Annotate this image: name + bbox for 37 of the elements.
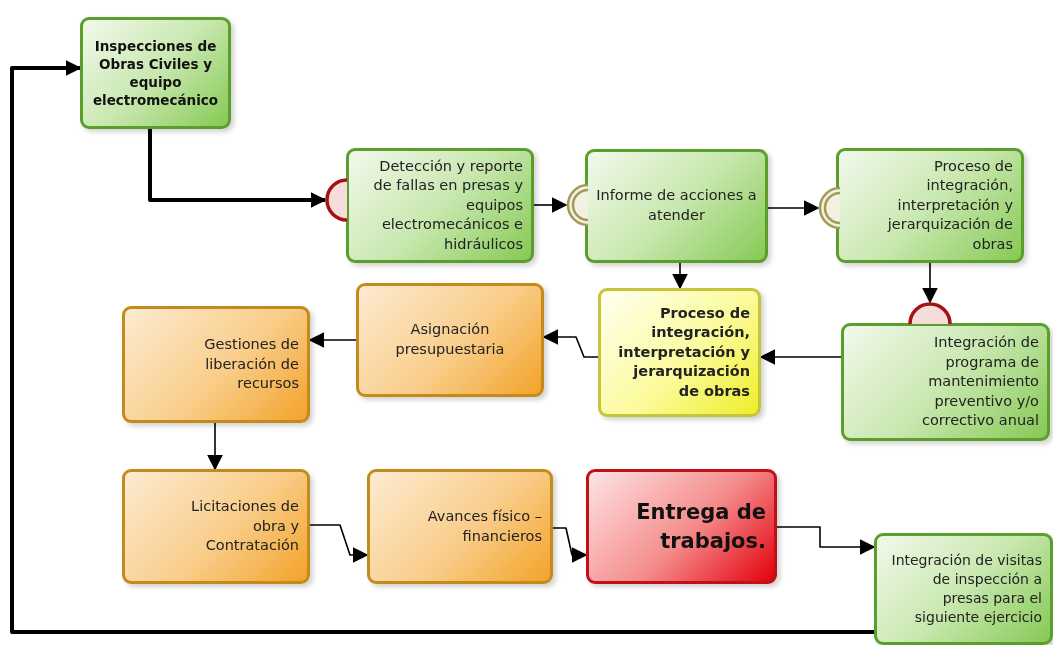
process-box [836, 148, 1024, 263]
process-box [585, 149, 768, 263]
arrow [552, 527, 588, 563]
box-text: Inspecciones de Obras Civiles y equipo electromecánico [91, 36, 220, 110]
box-text: Avances físico – financieros [426, 506, 542, 546]
box-text: Detección y reporte de fallas en presas y equipos electromecánicos e hidráulicos [372, 156, 523, 254]
arrow [148, 129, 327, 208]
box-text: Entrega de trabajos. [635, 499, 766, 555]
box-text: Integración de programa de mantenimiento preventivo y/o correctivo anual [920, 333, 1039, 431]
box-text: Integración de visitas de inspección a presas para el siguiente ejercicio [890, 551, 1042, 627]
arrow [207, 422, 223, 471]
box-text: Asignación presupuestaria [394, 320, 506, 359]
process-box [586, 469, 777, 584]
process-box [80, 17, 231, 129]
arrow [10, 60, 874, 634]
process-box [874, 533, 1053, 645]
arrow [542, 329, 599, 358]
arrow [308, 332, 357, 348]
process-box [367, 469, 553, 584]
process-box [346, 148, 534, 263]
box-text: Gestiones de liberación de recursos [203, 335, 299, 394]
arrow [767, 200, 820, 216]
process-box [598, 288, 761, 417]
arrow [922, 262, 938, 304]
arrow [759, 349, 842, 365]
arrow [672, 262, 688, 290]
box-text: Proceso de integración, interpretación y jerarquización de obras [617, 303, 750, 401]
process-box [122, 469, 310, 584]
arrow [533, 197, 568, 213]
process-box [356, 283, 544, 397]
box-text: Licitaciones de obra y Contratación [190, 497, 299, 556]
process-box [122, 306, 310, 423]
arrow [309, 524, 369, 563]
arrow [776, 526, 876, 555]
box-text: Informe de acciones a atender [596, 186, 757, 225]
box-text: Proceso de integración, interpretación y jerarquización de obras [886, 156, 1013, 254]
process-box [841, 323, 1050, 441]
